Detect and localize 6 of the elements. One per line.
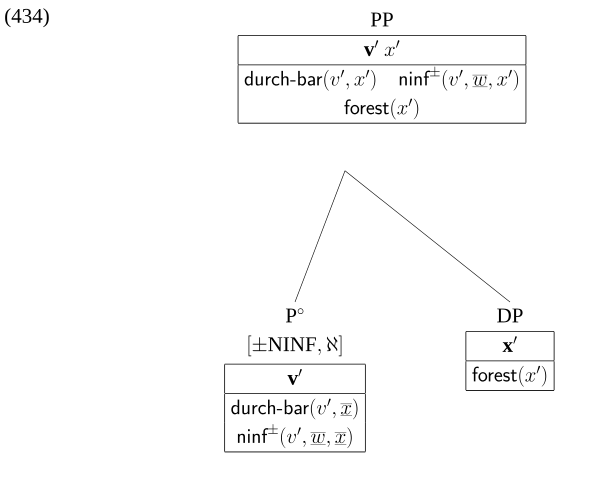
drs-box: PP $\mathbf{v}'\ x'$ $\textsf{durch-bar}(v',x')$ $\textsf{ninf}^{\pm}(v',\underline{\overline{w}},x')$ $\textsf{forest}(x')$ bbox=[238, 12, 526, 124]
drs-box: DP $\mathbf{x}'$ $\textsf{forest}(x')$ bbox=[465, 308, 555, 391]
tree-branch bbox=[344, 170, 510, 302]
example-number: (434) bbox=[5, 8, 49, 28]
tree-branch bbox=[294, 170, 346, 302]
drs-box: $\mathrm{P}^{\circ}$ $\left[\pm\mathrm{NINF},\aleph\right]$ $\mathbf{v}'$ $\textsf{durch-bar}(v',\underline{\overline{x}})$ $\textsf{ninf}^{\pm}(v',\underline{\overline{w}},\underline{\overline{x}})$ bbox=[224, 308, 366, 452]
